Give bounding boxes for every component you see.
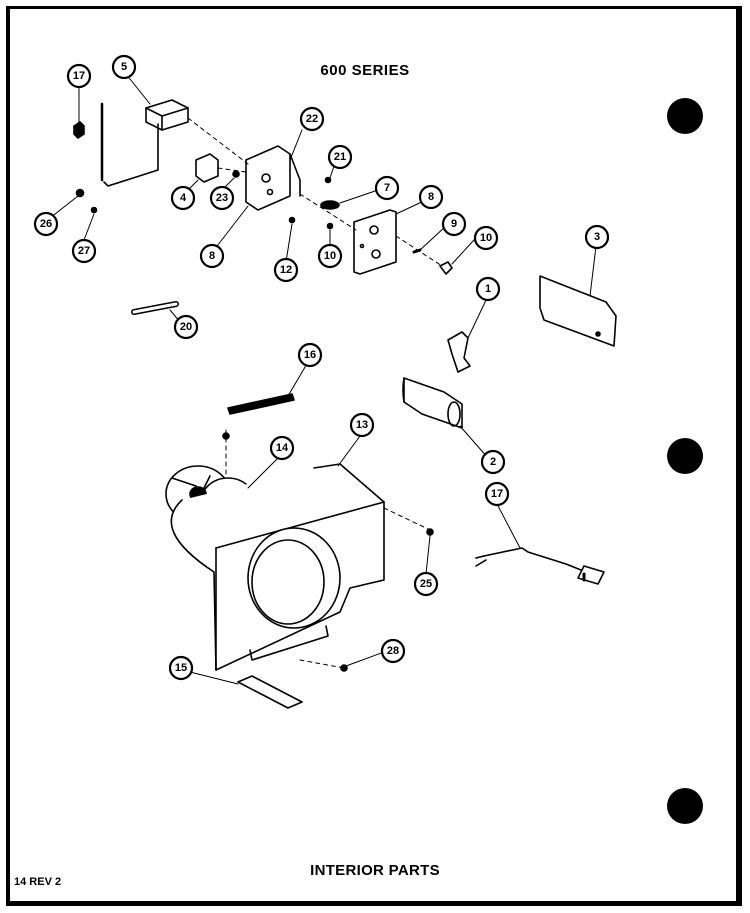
part-cover-panel <box>539 275 617 347</box>
part-screw-23 <box>232 170 240 178</box>
svg-text:10: 10 <box>480 232 492 244</box>
svg-text:7: 7 <box>384 182 390 194</box>
svg-text:9: 9 <box>451 218 457 230</box>
svg-text:28: 28 <box>387 645 399 657</box>
svg-text:1: 1 <box>485 283 491 295</box>
callout-14: 14 <box>269 435 295 461</box>
callout-20: 20 <box>173 314 199 340</box>
part-knob <box>73 121 85 139</box>
svg-text:14: 14 <box>276 442 289 454</box>
page-border <box>6 6 742 906</box>
callout-10a: 10 <box>473 225 499 251</box>
svg-text:23: 23 <box>216 192 228 204</box>
part-thermostat-control <box>100 99 189 187</box>
svg-text:25: 25 <box>420 578 432 590</box>
binder-hole-middle <box>667 438 703 474</box>
part-screw-25 <box>426 528 434 536</box>
svg-text:26: 26 <box>40 218 52 230</box>
svg-text:8: 8 <box>428 191 434 203</box>
callout-1: 1 <box>475 276 501 302</box>
part-rod <box>131 301 179 315</box>
section-title: INTERIOR PARTS <box>310 862 440 879</box>
part-screw-12 <box>288 216 296 224</box>
part-power-cord <box>475 547 605 585</box>
svg-text:3: 3 <box>594 231 600 243</box>
callout-3: 3 <box>584 224 610 250</box>
callout-21: 21 <box>327 144 353 170</box>
svg-text:2: 2 <box>490 456 496 468</box>
svg-text:27: 27 <box>78 245 90 257</box>
callout-10b: 10 <box>317 243 343 269</box>
callout-5: 5 <box>111 54 137 80</box>
callout-16: 16 <box>297 342 323 368</box>
callout-13: 13 <box>349 412 375 438</box>
callout-2: 2 <box>480 449 506 475</box>
part-clip-10 <box>439 261 453 275</box>
callout-12: 12 <box>273 257 299 283</box>
svg-text:17: 17 <box>73 70 85 82</box>
diagram-title: 600 SERIES <box>320 62 410 79</box>
part-terminal-plate <box>353 209 397 275</box>
callout-27: 27 <box>71 238 97 264</box>
svg-text:20: 20 <box>180 321 192 333</box>
svg-text:10: 10 <box>324 250 336 262</box>
part-screw-9 <box>412 248 422 254</box>
part-screw-26 <box>75 188 85 198</box>
svg-text:22: 22 <box>306 113 318 125</box>
callout-7: 7 <box>374 175 400 201</box>
part-strip <box>227 393 295 415</box>
part-switch <box>195 153 219 183</box>
svg-text:12: 12 <box>280 264 292 276</box>
binder-hole-top <box>667 98 703 134</box>
part-mounting-bracket <box>245 145 301 211</box>
svg-text:16: 16 <box>304 349 316 361</box>
callout-17b: 17 <box>484 481 510 507</box>
part-capacitor-bracket <box>447 331 471 373</box>
callout-4: 4 <box>170 185 196 211</box>
part-pad <box>237 675 303 709</box>
callout-8b: 8 <box>199 243 225 269</box>
callout-17a: 17 <box>66 63 92 89</box>
binder-hole-bottom <box>667 788 703 824</box>
callout-28: 28 <box>380 638 406 664</box>
callout-15: 15 <box>168 655 194 681</box>
part-knob-7 <box>320 200 340 210</box>
part-screw-27 <box>90 206 98 214</box>
svg-text:5: 5 <box>121 61 127 73</box>
callout-22: 22 <box>299 106 325 132</box>
page-code: 14 REV 2 <box>14 876 62 888</box>
part-screw-10a <box>326 222 334 230</box>
callout-25: 25 <box>413 571 439 597</box>
callout-23: 23 <box>209 185 235 211</box>
callout-9: 9 <box>441 211 467 237</box>
part-blower-housing <box>170 463 385 671</box>
svg-text:8: 8 <box>209 250 215 262</box>
part-screw-21 <box>324 176 332 184</box>
svg-text:17: 17 <box>491 488 503 500</box>
callout-26: 26 <box>33 211 59 237</box>
svg-text:13: 13 <box>356 419 368 431</box>
part-capacitor <box>402 377 463 429</box>
part-screw-28 <box>340 664 348 672</box>
svg-text:4: 4 <box>180 192 187 204</box>
svg-text:15: 15 <box>175 662 187 674</box>
callout-8a: 8 <box>418 184 444 210</box>
svg-text:21: 21 <box>334 151 346 163</box>
